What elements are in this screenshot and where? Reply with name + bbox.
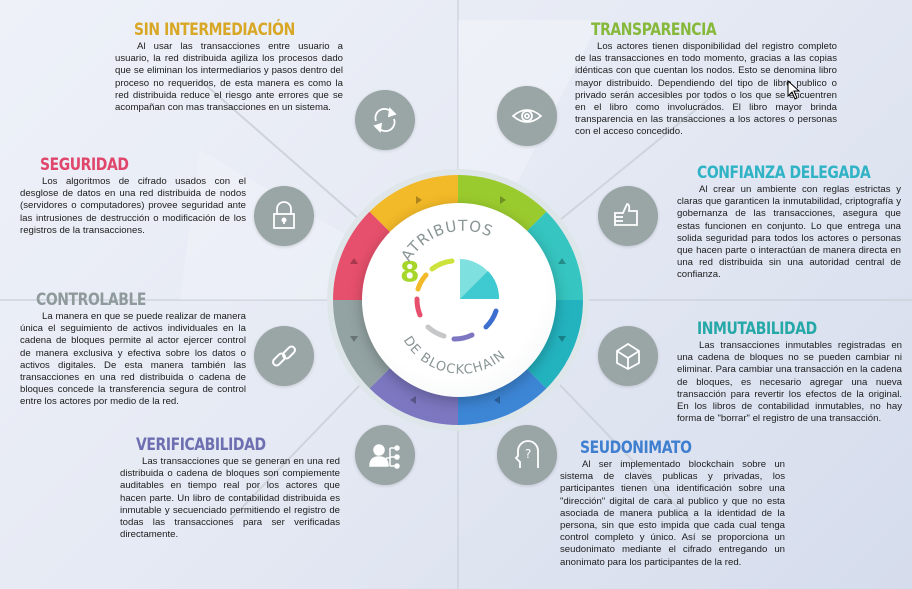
eye-icon	[511, 109, 543, 123]
attribute-text: Los actores tienen disponibilidad del re…	[575, 41, 837, 138]
attribute-text: Las transacciones inmutables registradas…	[677, 340, 902, 425]
attribute-title: SEUDONIMATO	[580, 438, 692, 458]
attribute-title: TRANSPARENCIA	[591, 20, 717, 40]
attribute-text: Al usar las transacciones entre usuario …	[115, 41, 343, 114]
attribute-text: Los algoritmos de cifrado usados con el …	[20, 176, 246, 236]
attribute-title: VERIFICABILIDAD	[136, 435, 266, 455]
attribute-verificabilidad: VERIFICABILIDAD Las transacciones que se…	[120, 435, 340, 541]
svg-text:?: ?	[525, 447, 531, 461]
center-title-top: ATRIBUTOS	[397, 217, 495, 265]
attribute-title: INMUTABILIDAD	[697, 319, 817, 339]
thumbs-up-icon	[614, 203, 638, 226]
cube-icon	[616, 342, 640, 371]
confianza-icon-circle	[598, 186, 658, 246]
attribute-seguridad: SEGURIDAD Los algoritmos de cifrado usad…	[20, 155, 246, 237]
seguridad-icon-circle	[254, 186, 314, 246]
inmutabilidad-icon-circle	[598, 326, 658, 386]
chain-link-icon	[272, 345, 296, 367]
attribute-title: CONFIANZA DELEGADA	[697, 163, 871, 183]
center-number: 8	[400, 255, 419, 288]
center-disc: 8 ATRIBUTOS DE BLOCKCHAIN	[362, 203, 556, 397]
refresh-icon	[373, 107, 397, 133]
attribute-title: SIN INTERMEDIACIÓN	[134, 20, 295, 40]
attribute-text: La manera en que se puede realizar de ma…	[20, 311, 246, 408]
verificabilidad-icon-circle	[355, 425, 415, 485]
attribute-controlable: CONTROLABLE La manera en que se puede re…	[20, 290, 246, 409]
attribute-text: Al ser implementado blockchain sobre un …	[560, 459, 785, 568]
attribute-title: SEGURIDAD	[40, 155, 129, 175]
padlock-icon	[273, 201, 295, 229]
attribute-seudonimato: SEUDONIMATO Al ser implementado blockcha…	[560, 438, 785, 569]
user-network-icon	[369, 444, 400, 469]
attribute-transparencia: TRANSPARENCIA Los actores tienen disponi…	[575, 20, 837, 139]
attribute-title: CONTROLABLE	[36, 290, 147, 310]
attribute-text: Al crear un ambiente con reglas estricta…	[677, 184, 901, 281]
mouse-cursor-icon	[787, 80, 801, 100]
attribute-inmutabilidad: INMUTABILIDAD Las transacciones inmutabl…	[677, 319, 902, 425]
sin-intermediacion-icon-circle	[355, 90, 415, 150]
center-logo: 8 ATRIBUTOS DE BLOCKCHAIN	[397, 217, 507, 378]
transparencia-icon-circle	[497, 86, 557, 146]
attribute-confianza-delegada: CONFIANZA DELEGADA Al crear un ambiente …	[677, 163, 901, 282]
seudonimato-icon-circle: ?	[497, 425, 557, 485]
attribute-sin-intermediacion: SIN INTERMEDIACIÓN Al usar las transacci…	[115, 20, 343, 114]
head-question-icon: ?	[514, 440, 539, 468]
attribute-text: Las transacciones que se generan en una …	[120, 456, 340, 541]
controlable-icon-circle	[254, 326, 314, 386]
